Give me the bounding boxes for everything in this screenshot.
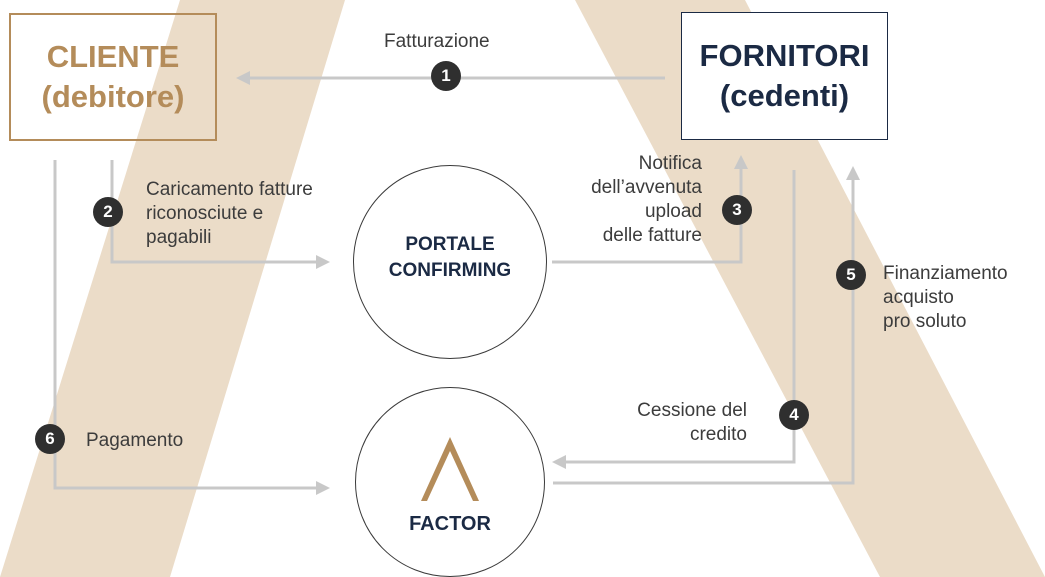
portale-confirming-label: PORTALE CONFIRMING [353, 232, 547, 284]
arrowhead-up [846, 166, 860, 180]
step-6-label: Pagamento [86, 430, 184, 451]
step-2-badge: 2 [93, 197, 123, 227]
fornitori-subtitle: (cedenti) [719, 78, 850, 113]
fornitori-title: FORNITORI [699, 38, 870, 73]
step-2-label: Caricamento fatture riconosciute e pagab… [146, 179, 313, 248]
cliente-title: CLIENTE [46, 39, 180, 74]
arrow-pagamento [53, 160, 322, 490]
step-4-label: Cessione del credito [637, 400, 747, 445]
step-6-badge: 6 [35, 424, 65, 454]
arrowhead-right [316, 481, 330, 495]
step-3-badge: 3 [722, 195, 752, 225]
portale-confirming-circle [353, 165, 547, 359]
cliente-box: CLIENTE (debitore) [9, 13, 217, 141]
step-5-label: Finanziamento acquisto pro soluto [883, 263, 1008, 332]
left-diagonal-band [0, 0, 345, 577]
arrow-cessione [560, 170, 796, 464]
arrowhead-left [236, 71, 250, 85]
fornitori-box: FORNITORI (cedenti) [681, 12, 888, 140]
arrow-caricamento [110, 160, 322, 264]
portale-line1: PORTALE [405, 234, 495, 255]
step-1-badge: 1 [431, 61, 461, 91]
arrow-heads [236, 71, 860, 495]
factor-label: FACTOR [409, 513, 491, 535]
step-5-badge: 5 [836, 260, 866, 290]
arrowhead-right [316, 255, 330, 269]
step-4-badge: 4 [779, 400, 809, 430]
portale-line2: CONFIRMING [388, 260, 512, 281]
arrowhead-up [734, 155, 748, 169]
factor-chevron-logo [421, 437, 479, 501]
arrowhead-left [552, 455, 566, 469]
right-diagonal-band [575, 0, 1045, 577]
step-3-label: Notifica dell’avvenuta upload delle fatt… [591, 153, 702, 246]
step-1-label: Fatturazione [384, 31, 490, 52]
cliente-subtitle: (debitore) [41, 79, 185, 114]
factor-circle [355, 387, 545, 577]
